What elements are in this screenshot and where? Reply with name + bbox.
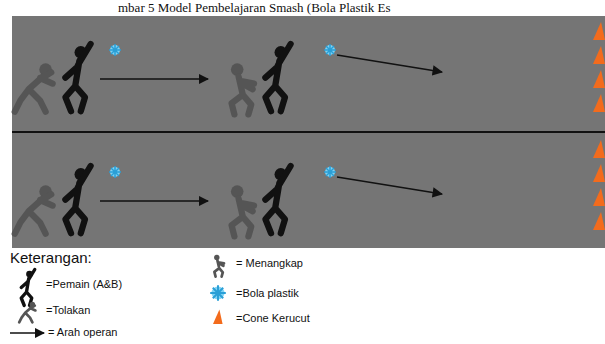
legend-text: =Tolakan xyxy=(46,303,90,317)
legend-ball-icon xyxy=(210,285,226,301)
lane-divider xyxy=(12,131,605,133)
push-figure xyxy=(15,185,53,233)
player-figure xyxy=(265,44,290,111)
legend-catch-icon xyxy=(214,255,224,277)
legend-player-icon xyxy=(21,270,35,306)
pass-arrow xyxy=(337,177,442,194)
legend-text: = Menangkap xyxy=(236,256,303,270)
player-figure xyxy=(65,44,90,111)
plastic-ball xyxy=(109,44,121,56)
cone xyxy=(593,94,605,112)
cone-row xyxy=(593,22,605,230)
court-ground xyxy=(12,16,605,248)
cone xyxy=(593,46,605,64)
catch-figure xyxy=(231,185,254,236)
plastic-ball xyxy=(109,166,121,178)
push-figure xyxy=(15,63,53,111)
legend-text: =Bola plastik xyxy=(236,286,299,300)
player-figure xyxy=(265,166,290,233)
legend-text: =Pemain (A&B) xyxy=(46,277,122,291)
legend-text: = Arah operan xyxy=(48,325,117,339)
cone xyxy=(593,188,605,206)
lower-lane xyxy=(15,166,442,236)
catch-figure xyxy=(231,63,254,114)
cone xyxy=(593,164,605,182)
legend-icons xyxy=(10,255,226,333)
legend-text: =Cone Kerucut xyxy=(236,311,310,325)
cone xyxy=(593,70,605,88)
cone xyxy=(593,22,605,40)
legend-arrow-icon xyxy=(10,332,44,334)
pass-arrow xyxy=(337,55,442,72)
upper-lane xyxy=(15,44,442,114)
pass-arrow xyxy=(100,200,208,202)
pass-arrow xyxy=(100,78,208,80)
plastic-ball xyxy=(324,44,336,56)
legend-heading: Keterangan: xyxy=(10,249,92,266)
cone xyxy=(593,140,605,158)
legend-push-icon xyxy=(19,302,35,323)
figure-title: mbar 5 Model Pembelajaran Smash (Bola Pl… xyxy=(118,0,391,15)
legend-cone-icon xyxy=(213,310,223,324)
plastic-ball xyxy=(324,166,336,178)
cone xyxy=(593,212,605,230)
player-figure xyxy=(65,166,90,233)
